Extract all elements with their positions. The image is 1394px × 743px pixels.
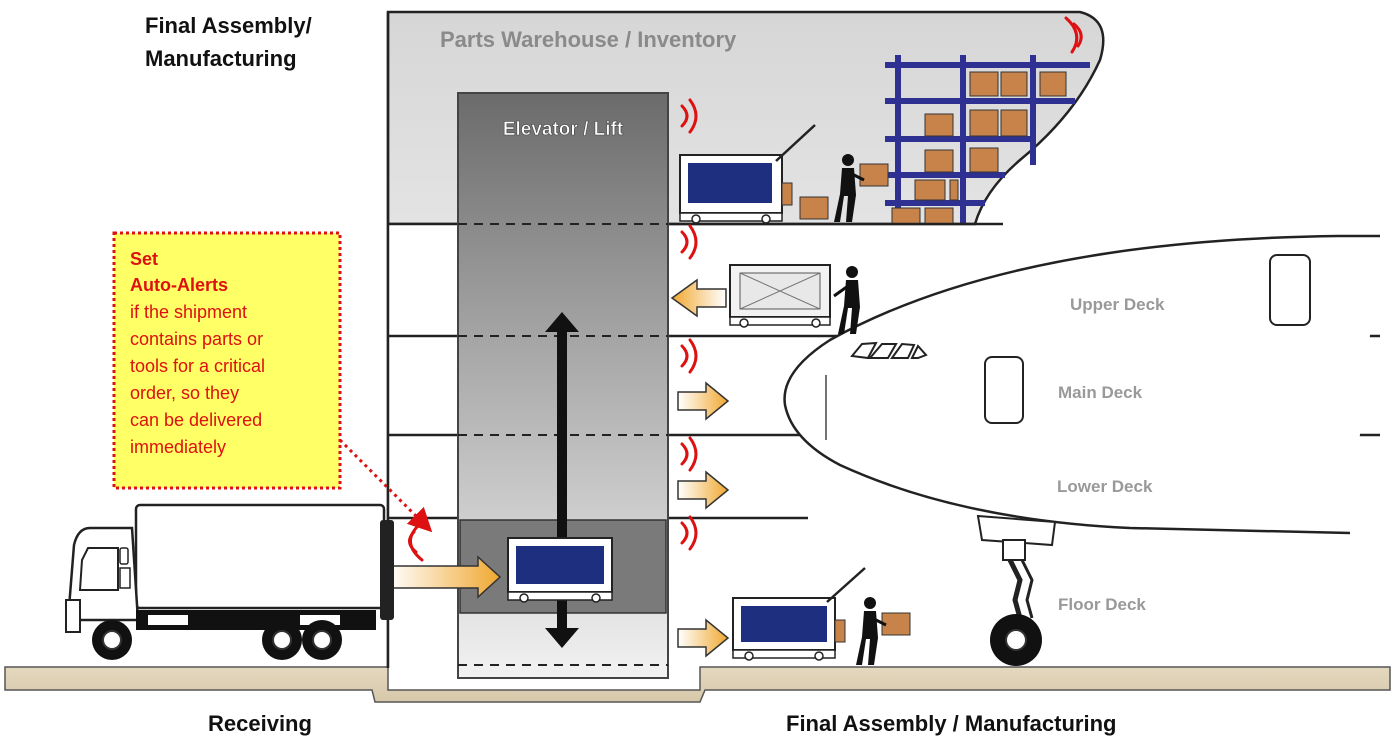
callout-line5: tools for a critical <box>130 356 265 376</box>
callout-line7: can be delivered <box>130 410 262 430</box>
wireless-signal-icon <box>408 16 1083 562</box>
top-left-title-line1: Final Assembly/ <box>145 13 312 38</box>
landing-gear <box>990 539 1042 666</box>
flow-arrow-icon <box>387 278 730 658</box>
callout-line3: if the shipment <box>130 302 247 322</box>
floor-deck-label: Floor Deck <box>1058 595 1146 614</box>
lift-direction-arrow <box>545 312 579 648</box>
callout-line2: Auto-Alerts <box>130 275 228 295</box>
auto-alert-callout: Set Auto-Alerts if the shipment contains… <box>112 231 433 533</box>
ground <box>4 666 1391 703</box>
callout-line1: Set <box>130 249 158 269</box>
warehouse-title: Parts Warehouse / Inventory <box>440 27 737 52</box>
aircraft-fuselage <box>783 234 1380 547</box>
callout-line6: order, so they <box>130 383 239 403</box>
final-assembly-label: Final Assembly / Manufacturing <box>786 711 1116 736</box>
storage-rack <box>885 55 1090 225</box>
delivery-truck-icon <box>65 503 394 660</box>
upper-deck-label: Upper Deck <box>1070 295 1165 314</box>
main-deck-label: Main Deck <box>1058 383 1143 402</box>
callout-line8: immediately <box>130 437 226 457</box>
worker-carrying-box-icon <box>833 154 911 665</box>
top-left-title-line2: Manufacturing <box>145 46 297 71</box>
lower-deck-label: Lower Deck <box>1057 477 1153 496</box>
receiving-label: Receiving <box>208 711 312 736</box>
elevator-title: Elevator / Lift <box>503 119 624 140</box>
callout-line4: contains parts or <box>130 329 263 349</box>
